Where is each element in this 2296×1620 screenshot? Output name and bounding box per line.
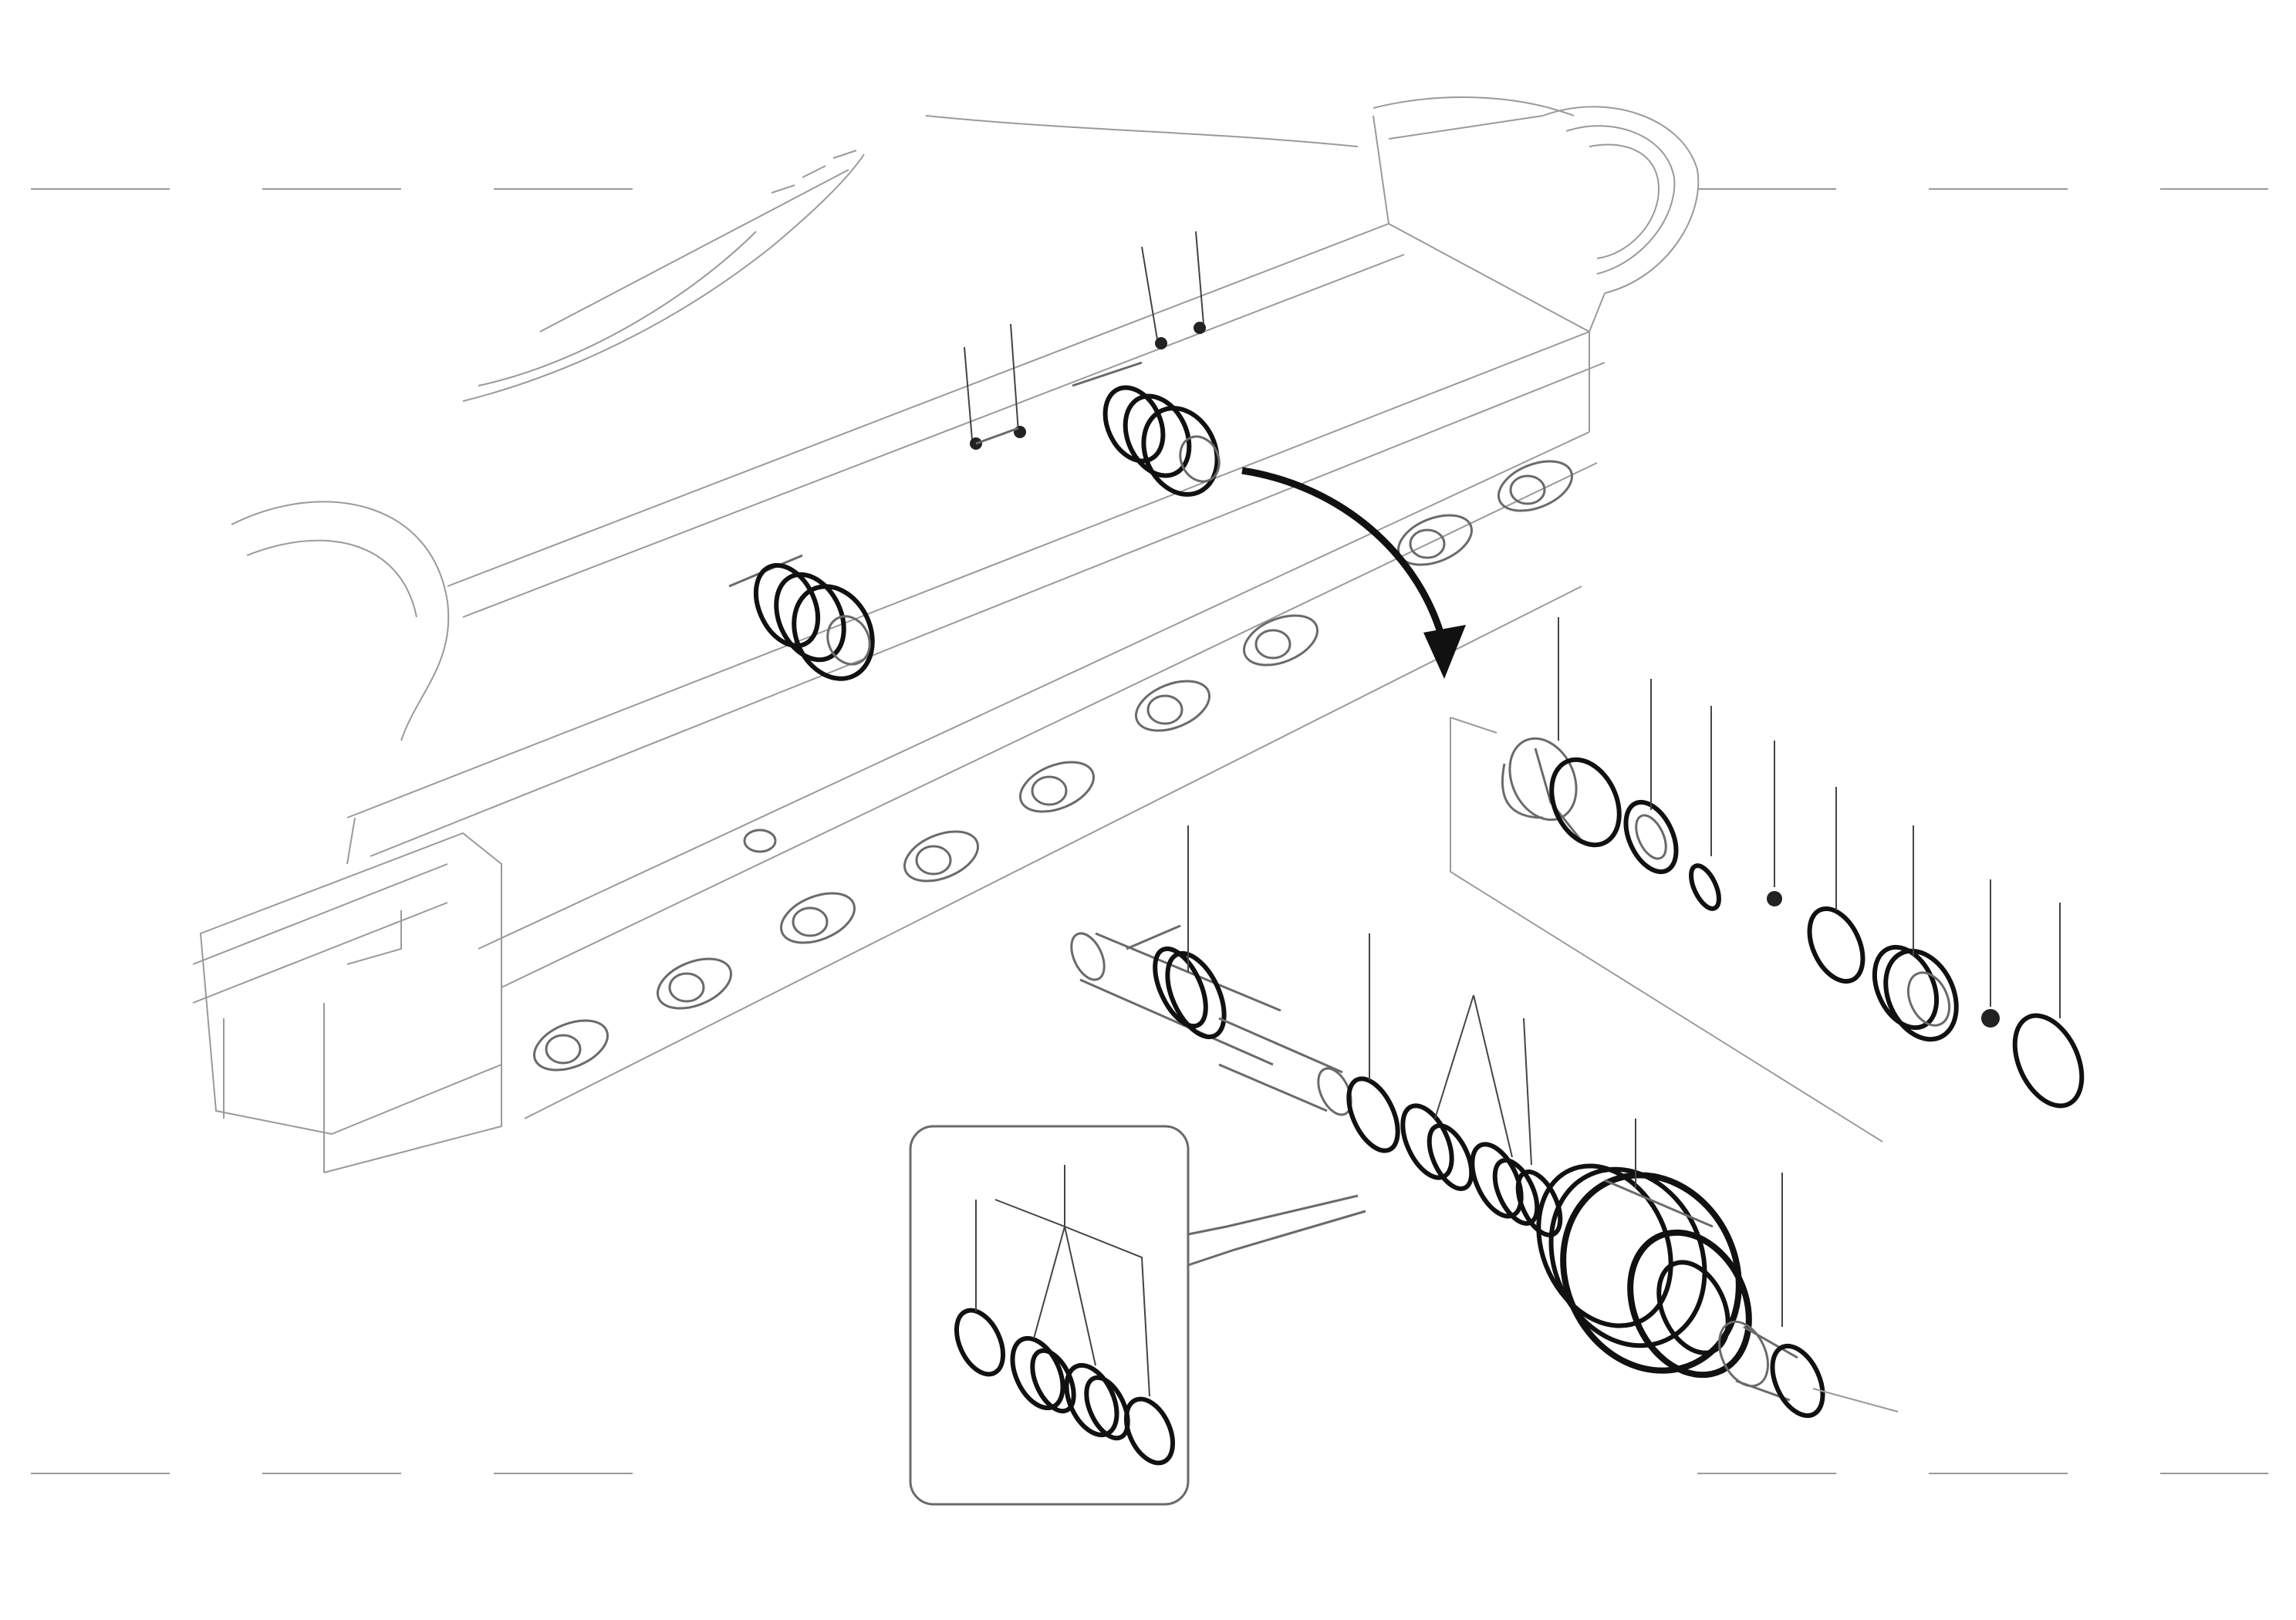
arm-top-bolts: [964, 231, 1206, 450]
carrier-roller-right: [1072, 361, 1221, 497]
registration-marks: [31, 188, 2268, 1474]
shaft-assembly-exploded: [1070, 825, 1563, 1237]
seal-kit-exploded: [1450, 617, 2085, 1142]
exploded-view-arrow: [1241, 467, 1466, 679]
detail-inset: [909, 1125, 1366, 1506]
support-rollers-row: [532, 460, 1574, 1072]
track-roller-exploded: [1536, 1119, 1899, 1419]
arm-frame-outline: [192, 96, 1700, 1173]
carrier-roller-left: [728, 554, 875, 681]
